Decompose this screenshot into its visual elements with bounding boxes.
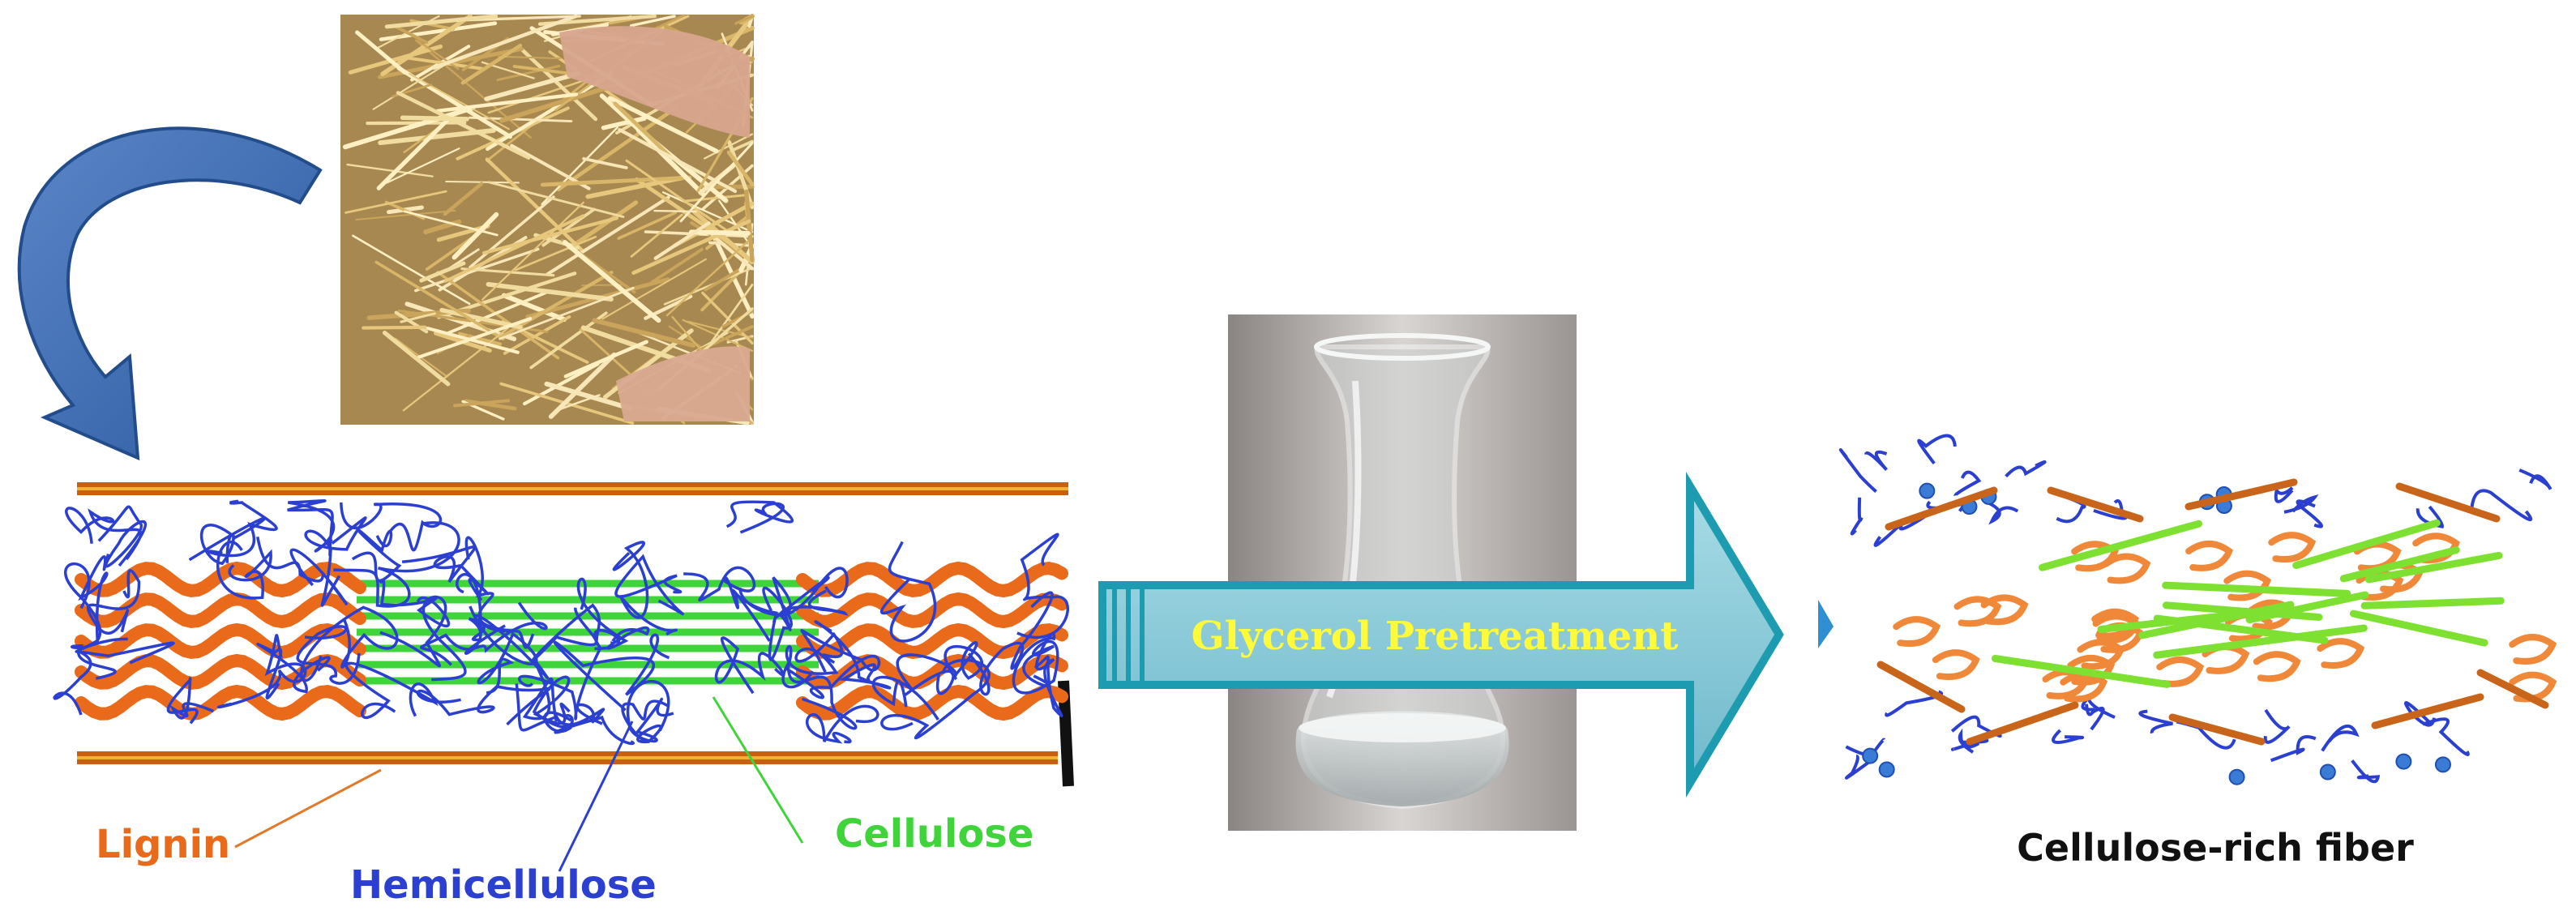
hemicellulose-label: Hemicellulose xyxy=(350,862,657,908)
cellulose-rich-fiber-label: Cellulose-rich fiber xyxy=(2017,826,2414,870)
label-leader-lines xyxy=(234,696,804,872)
cellulose-rich-fiber-structure xyxy=(1838,434,2557,785)
flask-photo xyxy=(1228,314,1577,831)
lignin-label: Lignin xyxy=(96,822,230,867)
curved-arrow-icon xyxy=(17,126,323,461)
cellulose-label: Cellulose xyxy=(835,811,1033,857)
straw-photo xyxy=(340,14,755,426)
lignocellulose-structure xyxy=(53,482,1074,787)
glycerol-pretreatment-label: Glycerol Pretreatment xyxy=(1192,614,1679,659)
small-triangle-icon xyxy=(1818,600,1834,648)
process-arrow-icon xyxy=(1098,471,1784,798)
